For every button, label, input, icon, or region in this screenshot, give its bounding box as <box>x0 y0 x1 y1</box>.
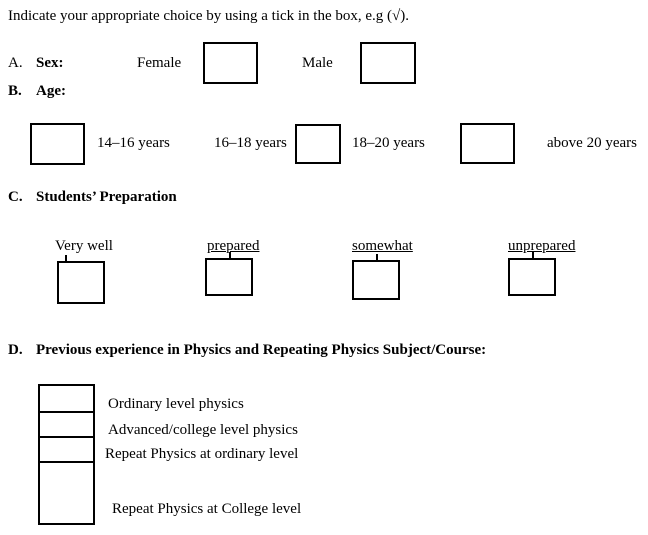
experience-advanced-label: Advanced/college level physics <box>108 422 298 438</box>
prep-very-well-label: Very well <box>55 238 113 254</box>
connector-line <box>376 254 378 261</box>
age-18-20-checkbox[interactable] <box>460 123 515 164</box>
experience-ordinary-label: Ordinary level physics <box>108 396 244 412</box>
prep-somewhat-checkbox[interactable] <box>352 260 400 300</box>
sex-male-checkbox[interactable] <box>360 42 416 84</box>
prep-prepared-checkbox[interactable] <box>205 258 253 296</box>
sex-female-label: Female <box>137 55 182 71</box>
experience-advanced-checkbox[interactable] <box>38 411 95 438</box>
section-c-title: Students’ Preparation <box>36 189 177 205</box>
experience-repeat-ordinary-checkbox[interactable] <box>38 436 95 463</box>
experience-repeat-college-checkbox[interactable] <box>38 461 95 525</box>
experience-repeat-ordinary-label: Repeat Physics at ordinary level <box>105 446 299 462</box>
experience-ordinary-checkbox[interactable] <box>38 384 95 413</box>
prep-unprepared-checkbox[interactable] <box>508 258 556 296</box>
age-14-16-checkbox[interactable] <box>30 123 85 165</box>
sex-female-checkbox[interactable] <box>203 42 258 84</box>
sex-male-label: Male <box>302 55 333 71</box>
age-14-16-label: 14–16 years <box>97 135 170 151</box>
section-d-letter: D. <box>8 342 23 358</box>
prep-prepared-label: prepared <box>207 238 260 254</box>
prep-somewhat-label: somewhat <box>352 238 413 254</box>
section-a-title: Sex: <box>36 55 64 71</box>
section-b-letter: B. <box>8 83 22 99</box>
section-c-letter: C. <box>8 189 23 205</box>
age-16-18-label: 16–18 years <box>214 135 287 151</box>
prep-unprepared-label: unprepared <box>508 238 576 254</box>
experience-checkbox-column <box>38 384 95 525</box>
section-b-title: Age: <box>36 83 66 99</box>
prep-very-well-checkbox[interactable] <box>57 261 105 304</box>
section-a-letter: A. <box>8 55 23 71</box>
age-18-20-label: 18–20 years <box>352 135 425 151</box>
section-d-title: Previous experience in Physics and Repea… <box>36 342 487 358</box>
connector-line <box>65 255 67 262</box>
connector-line <box>532 252 534 259</box>
instruction-text: Indicate your appropriate choice by usin… <box>8 8 410 24</box>
age-16-18-checkbox[interactable] <box>295 124 341 164</box>
experience-repeat-college-label: Repeat Physics at College level <box>112 501 302 517</box>
age-above-20-label: above 20 years <box>547 135 637 151</box>
connector-line <box>229 252 231 259</box>
